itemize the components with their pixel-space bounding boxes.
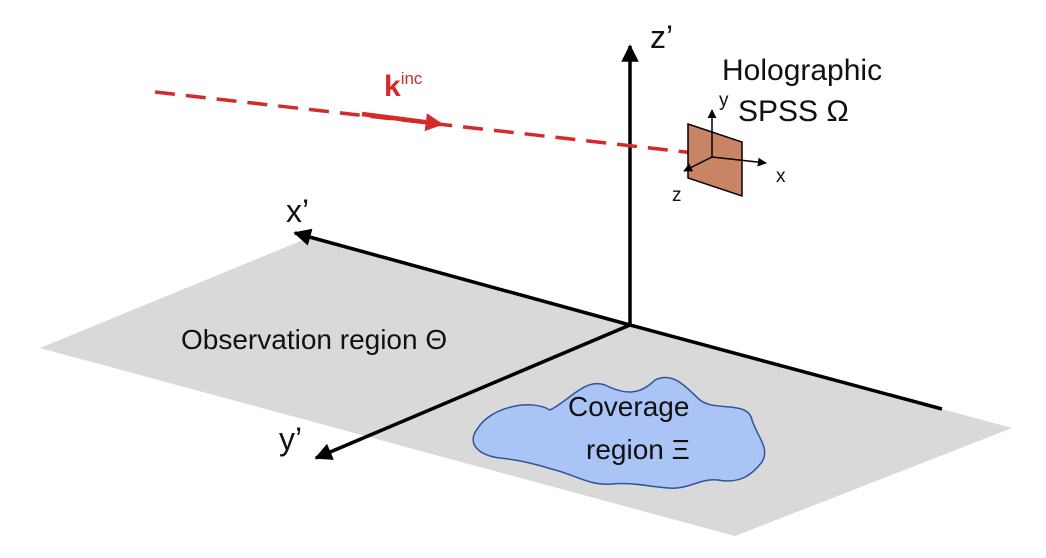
k-symbol: k: [384, 70, 401, 103]
y-prime-axis: [314, 323, 631, 460]
local-y-label: y: [719, 90, 729, 111]
x-prime-axis: [293, 228, 631, 327]
observation-region-label: Observation region Θ: [181, 324, 447, 355]
local-x-label: x: [776, 166, 786, 187]
holographic-label: Holographic: [722, 54, 882, 87]
coverage-label-line1: Coverage: [568, 391, 689, 422]
local-x-axis: [711, 156, 767, 167]
x-prime-label: x’: [286, 193, 309, 229]
x-prime-axis-extension: [629, 323, 943, 411]
observation-plane: [40, 238, 1012, 536]
spss-panel: [687, 122, 743, 198]
k-inc-label: kinc: [384, 69, 423, 103]
k-superscript: inc: [401, 69, 423, 88]
coverage-label-line2: region Ξ: [586, 434, 690, 465]
local-z-axis: [683, 156, 713, 172]
local-z-label: z: [672, 185, 682, 206]
y-prime-label: y’: [279, 421, 302, 457]
spss-label: SPSS Ω: [738, 95, 849, 128]
coverage-region-blob: [472, 376, 766, 489]
z-prime-label: z’: [650, 19, 673, 55]
incident-wave-arrow: [361, 111, 444, 132]
